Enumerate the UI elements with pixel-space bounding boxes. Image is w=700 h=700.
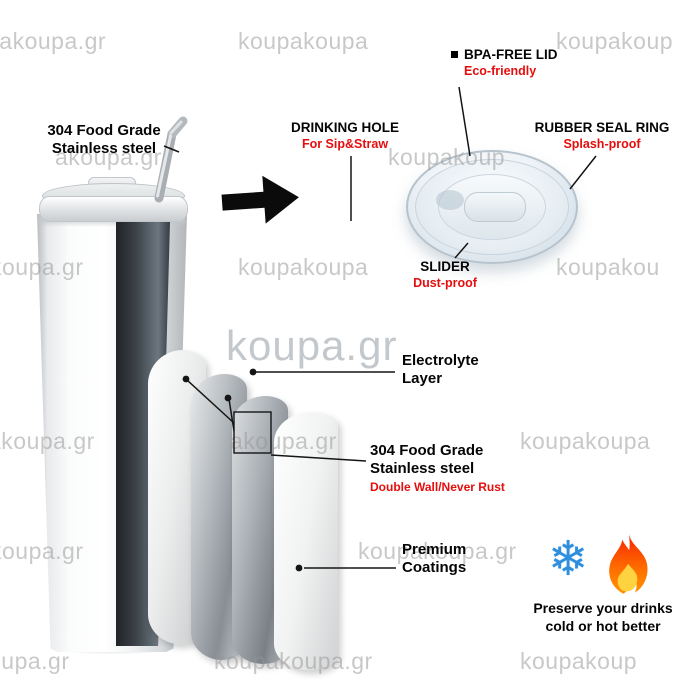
watermark-text: koupakoupa — [238, 254, 369, 280]
lid-slider-top-view — [464, 192, 526, 222]
arrow-right-icon — [221, 175, 299, 224]
label-line: Layer — [402, 369, 443, 387]
label-preserve-caption: Preserve your drinks cold or hot better — [518, 599, 688, 635]
layer-sheet-outer-coating — [274, 412, 338, 670]
label-subtitle: Double Wall/Never Rust — [370, 480, 505, 495]
watermark-text: koupakoup — [556, 28, 674, 54]
label-title: DRINKING HOLE — [291, 120, 399, 135]
label-subtitle: Dust-proof — [413, 275, 477, 290]
flame-icon — [609, 534, 648, 594]
label-line: Electrolyte — [402, 352, 479, 369]
lid-top-view — [406, 150, 578, 264]
tumbler-neck-shadow — [40, 218, 185, 227]
watermark-text: koupakoup — [520, 648, 638, 674]
label-line: Preserve your drinks — [533, 600, 673, 616]
label-subtitle: For Sip&Straw — [301, 136, 389, 151]
label-electrolyte-layer: Electrolyte Layer — [402, 352, 479, 387]
label-subtitle: Splash-proof — [563, 136, 641, 151]
lid-drinking-hole — [436, 190, 464, 210]
label-subtitle: Eco-friendly — [464, 63, 537, 78]
label-line: 304 Food Grade — [370, 442, 484, 459]
label-line: 304 Food Grade — [47, 122, 161, 139]
label-rubber-seal-ring: RUBBER SEAL RING Splash-proof — [532, 120, 672, 152]
watermark-text: koupakoupa — [238, 28, 369, 54]
label-title: BPA-FREE LID — [464, 47, 558, 62]
label-premium-coatings: Premium Coatings — [402, 541, 466, 576]
snowflake-icon: ❄ — [548, 533, 589, 586]
label-straw-material: 304 Food Grade Stainless steel — [38, 122, 170, 157]
watermark-text: oupa.gr — [0, 648, 70, 674]
watermark-text: koupakoupa — [520, 428, 651, 454]
label-double-wall-steel: 304 Food Grade Stainless steel Double Wa… — [370, 442, 505, 495]
label-line: cold or hot better — [545, 618, 661, 635]
bullet-square-icon — [451, 51, 458, 58]
watermark-text: pakoupa.gr — [0, 28, 107, 54]
watermark-text-large: koupa.gr — [226, 322, 398, 369]
label-slider: SLIDER Dust-proof — [406, 259, 484, 291]
label-line: Coatings — [402, 558, 467, 576]
label-title: SLIDER — [420, 259, 470, 274]
label-title: RUBBER SEAL RING — [534, 120, 670, 135]
label-line: Stainless steel — [370, 459, 475, 477]
label-line: Stainless steel — [51, 139, 157, 157]
lid-rim-side-view — [39, 196, 188, 222]
label-drinking-hole: DRINKING HOLE For Sip&Straw — [281, 120, 409, 152]
label-line: Premium — [402, 541, 467, 558]
label-bpa-free-lid: BPA-FREE LID Eco-friendly — [451, 47, 558, 79]
